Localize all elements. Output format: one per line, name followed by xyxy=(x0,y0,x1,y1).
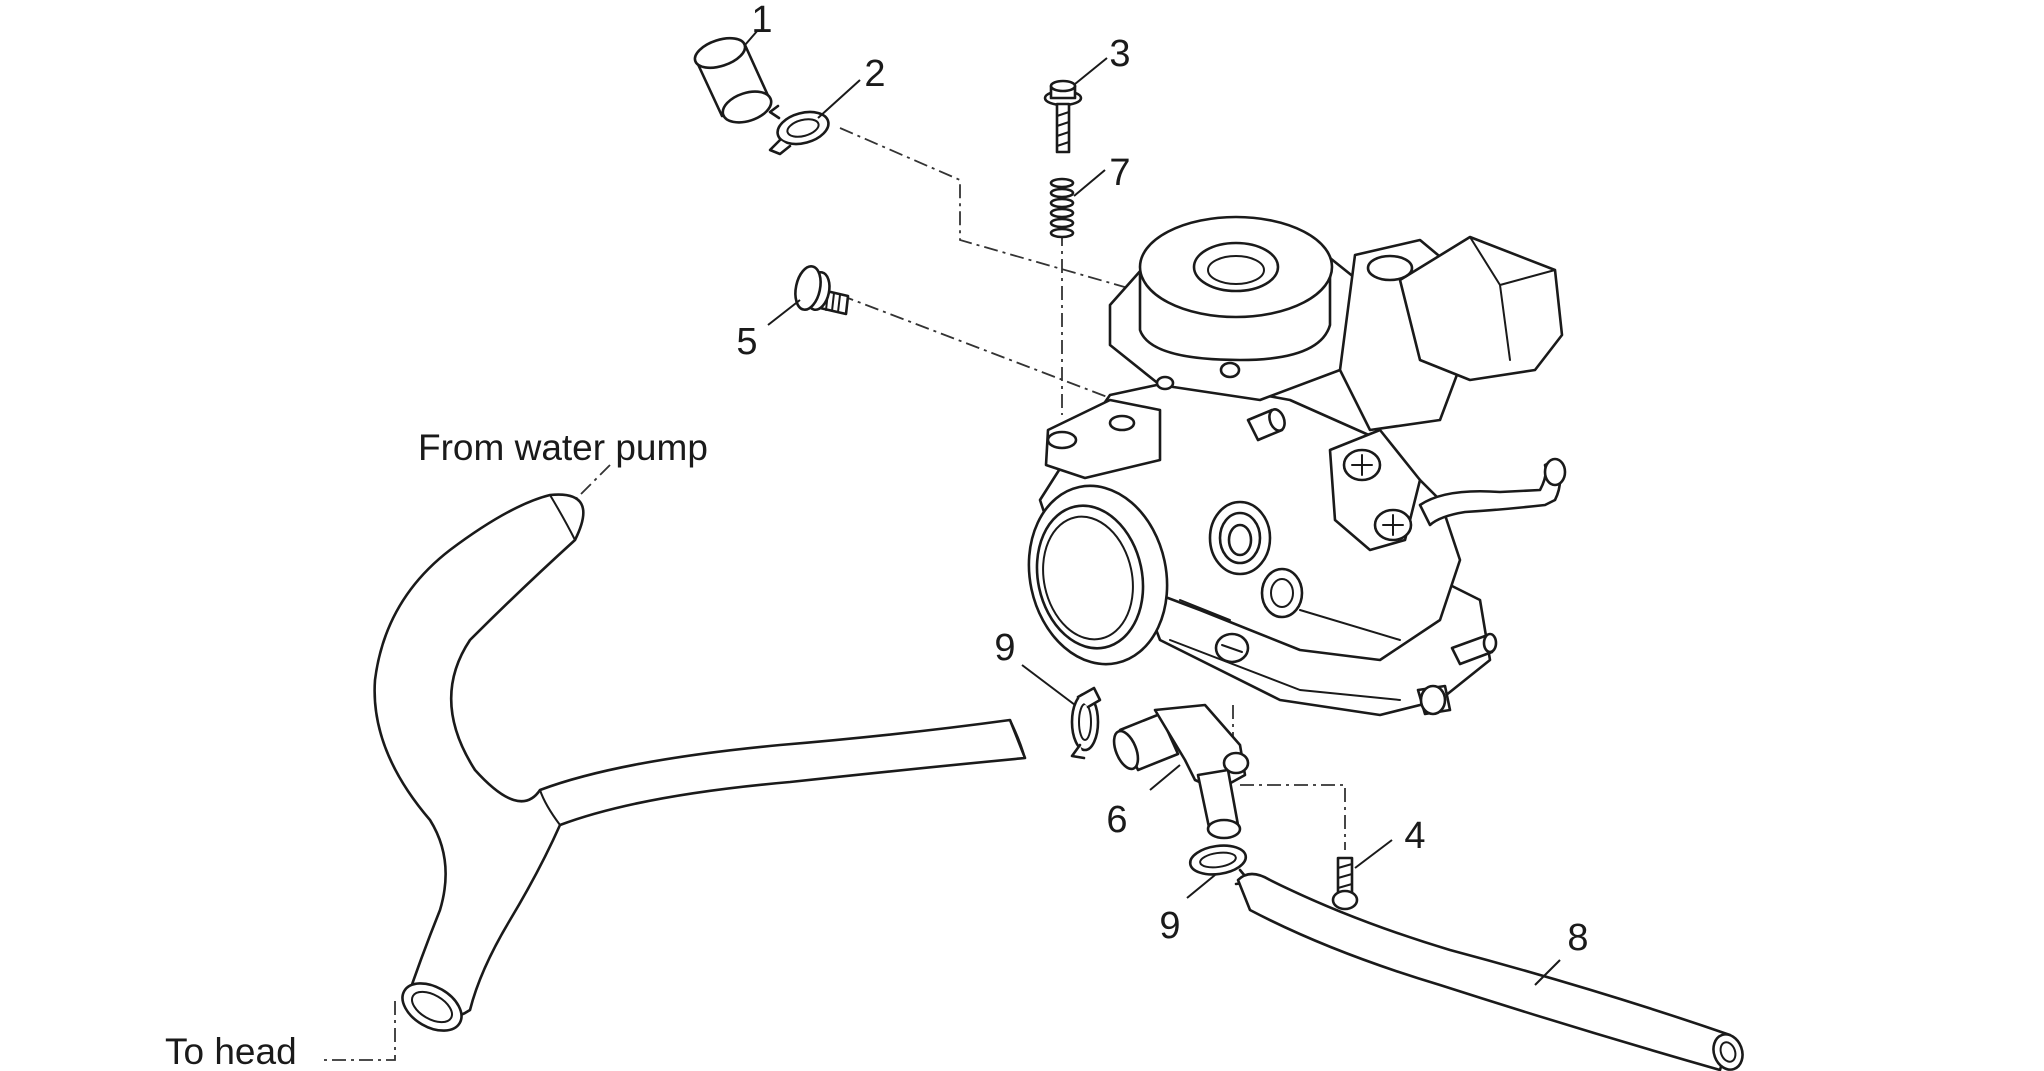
callout-5: 5 xyxy=(736,321,757,363)
carburettor-top-cover xyxy=(1108,215,1372,402)
part-3-screw xyxy=(1043,79,1083,154)
part-5-bolt xyxy=(794,265,850,316)
part-4-screw xyxy=(1331,856,1359,911)
part-6-water-fitting xyxy=(1112,703,1250,840)
callout-2: 2 xyxy=(864,53,885,95)
part-2-hose-clip xyxy=(768,104,830,156)
callout-numbers: 1 2 3 7 5 9 6 4 9 8 xyxy=(736,0,1588,959)
y-coolant-hose xyxy=(373,493,1027,1032)
callout-7: 7 xyxy=(1109,152,1130,194)
callout-3: 3 xyxy=(1109,33,1130,75)
part-8-hose xyxy=(1236,872,1744,1071)
callout-8: 8 xyxy=(1567,917,1588,959)
callout-leader-lines xyxy=(744,29,1561,986)
caption-to-head: To head xyxy=(165,1031,297,1071)
auto-choke-unit xyxy=(1328,235,1567,552)
callout-4: 4 xyxy=(1404,815,1425,857)
part-9-upper-clip xyxy=(1070,686,1102,760)
caption-from-water-pump: From water pump xyxy=(418,427,708,468)
callout-9-lower: 9 xyxy=(1159,905,1180,947)
callout-1: 1 xyxy=(751,0,772,41)
callout-6: 6 xyxy=(1106,799,1127,841)
hose-captions: From water pump To head xyxy=(165,427,708,1071)
callout-9-upper: 9 xyxy=(994,627,1015,669)
part-1-sleeve xyxy=(693,36,773,124)
carburettor-body xyxy=(1027,378,1498,717)
part-7-spring xyxy=(1049,177,1075,239)
